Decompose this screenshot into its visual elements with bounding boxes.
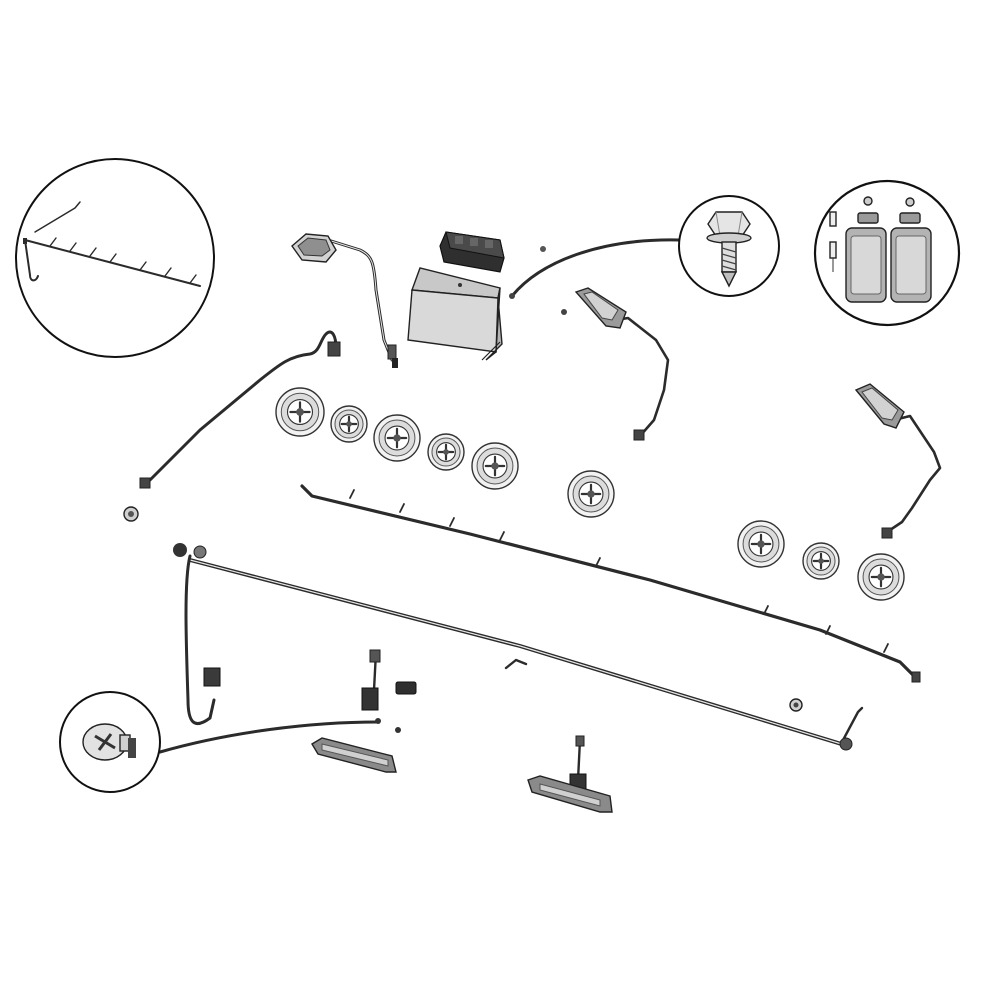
hex-screw-icon: [706, 211, 752, 288]
tapped-wire-harness: [300, 484, 921, 683]
grommet: [330, 405, 368, 443]
wire-harness-icon: [23, 201, 201, 287]
grommet: [373, 414, 421, 462]
callout-leaders: [158, 238, 682, 754]
self-drilling-screw-callout: [678, 195, 780, 297]
license-lamp-center: [527, 735, 613, 813]
grommet: [567, 470, 615, 518]
lamp-lens-icon: [829, 196, 932, 303]
lamp-lens-callout: [813, 179, 961, 327]
harness-overview-callout: [15, 158, 215, 358]
upper-lamp-assembly: [574, 287, 670, 441]
grommet: [275, 387, 325, 437]
grommet: [427, 433, 465, 471]
grommet: [471, 442, 519, 490]
mounting-bracket: [407, 267, 567, 361]
rubber-grommets: [275, 387, 905, 601]
main-wire-harness: [173, 543, 864, 751]
relay-block: [439, 231, 546, 273]
control-module-with-pigtail: [291, 233, 398, 368]
grommet: [802, 542, 840, 580]
license-lamp-left: [311, 737, 397, 773]
grommet: [857, 553, 905, 601]
phillips-screw-callout: [59, 691, 161, 793]
pigtail-connector: [361, 649, 417, 733]
right-lamp-assembly: [854, 383, 942, 539]
phillips-screw-icon: [82, 723, 136, 761]
grommet: [737, 520, 785, 568]
branch-wire-harness: [123, 330, 341, 522]
